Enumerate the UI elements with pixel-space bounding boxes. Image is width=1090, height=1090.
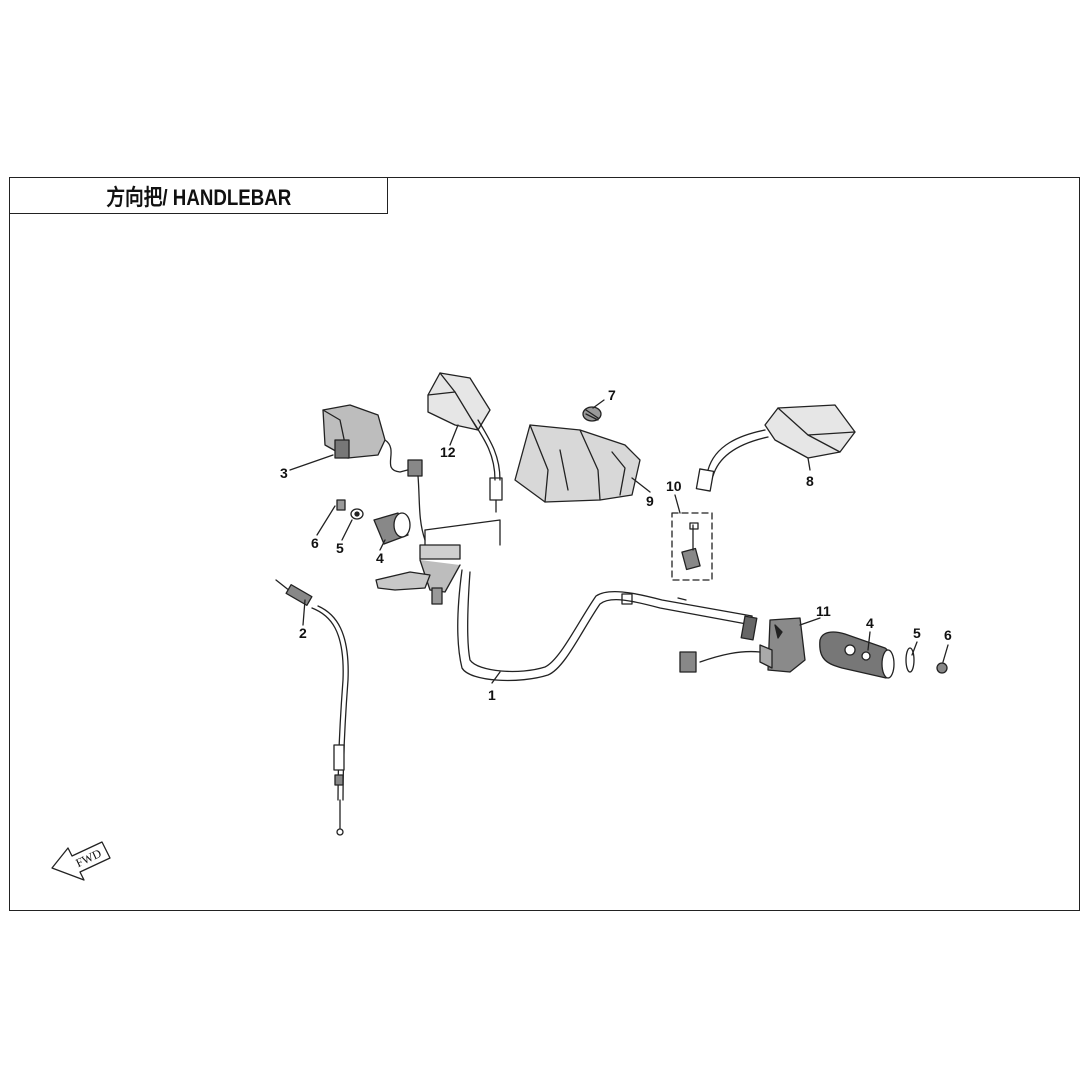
callout-5-left: 5 xyxy=(336,540,344,556)
callout-12: 12 xyxy=(440,444,456,460)
hand-guard-part xyxy=(514,424,641,503)
diagram-title: 方向把/ HANDLEBAR xyxy=(106,184,291,210)
title-block: 方向把/ HANDLEBAR xyxy=(9,177,388,214)
left-brake-lever-part xyxy=(375,519,501,605)
callout-6-right: 6 xyxy=(944,627,952,643)
cap-part xyxy=(582,406,602,422)
right-switch-housing-part xyxy=(679,617,806,673)
callout-11: 11 xyxy=(816,603,831,619)
handlebar-part xyxy=(457,569,758,682)
callout-10: 10 xyxy=(666,478,682,494)
callout-3: 3 xyxy=(280,465,288,481)
left-grip-part xyxy=(336,499,411,545)
callout-6-left: 6 xyxy=(311,535,319,551)
callout-2: 2 xyxy=(299,625,307,641)
fwd-arrow-icon xyxy=(51,841,111,881)
callout-5-right: 5 xyxy=(913,625,921,641)
leader-lines xyxy=(289,399,949,684)
left-mirror-part xyxy=(427,372,503,513)
callout-4-left: 4 xyxy=(376,550,384,566)
throttle-cable-part xyxy=(275,579,349,836)
callout-7: 7 xyxy=(608,387,616,403)
drawing-frame xyxy=(9,177,1080,911)
callout-1: 1 xyxy=(488,687,496,703)
callout-9: 9 xyxy=(646,493,654,509)
callout-4-right: 4 xyxy=(866,615,874,631)
left-switch-housing-part xyxy=(322,404,426,541)
brake-switch-part xyxy=(671,512,713,581)
right-grip-part xyxy=(819,631,948,679)
right-mirror-part xyxy=(695,404,856,492)
callout-8: 8 xyxy=(806,473,814,489)
